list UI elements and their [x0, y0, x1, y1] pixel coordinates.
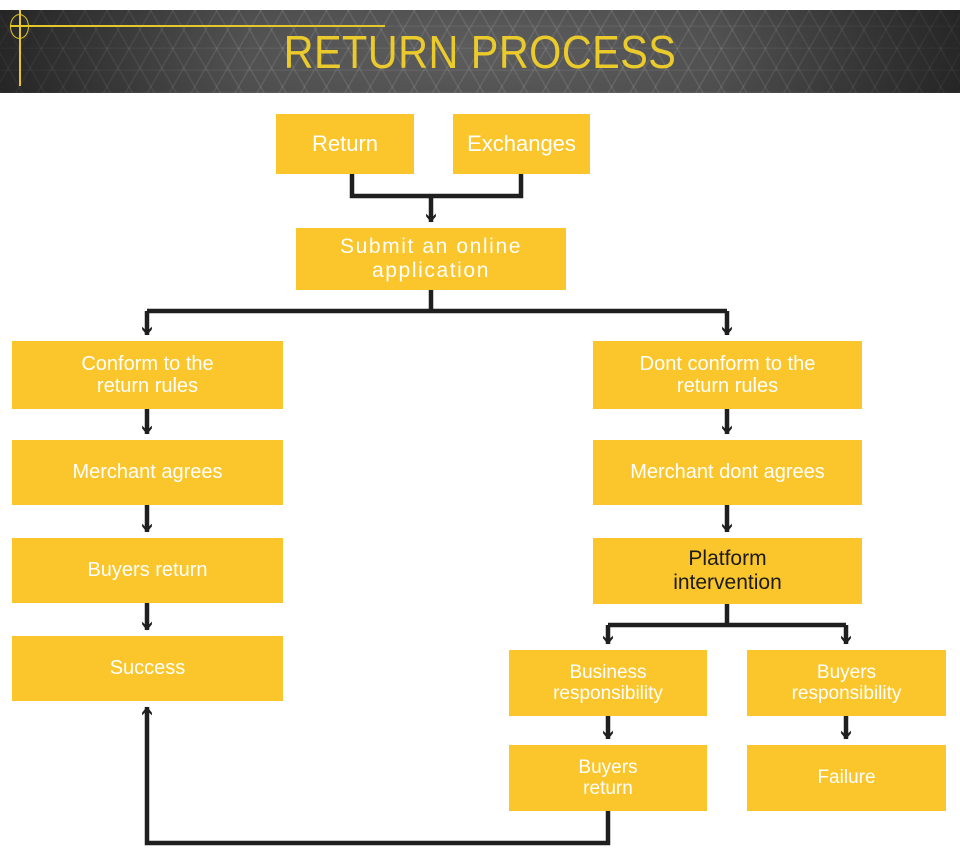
node-buyers-return-bottom-line2: return	[583, 778, 633, 799]
node-submit-application-label: Submit an online application	[339, 235, 523, 282]
header-mesh-pattern	[0, 10, 960, 93]
node-conform-to-return-rules[interactable]: Conform to the return rules	[12, 341, 283, 409]
node-buyers-responsibility[interactable]: Buyers responsibility	[747, 650, 946, 716]
node-business-responsibility[interactable]: Business responsibility	[509, 650, 707, 716]
node-return-label: Return	[311, 130, 379, 156]
node-exchanges[interactable]: Exchanges	[453, 114, 590, 174]
node-buyers-responsibility-text: Buyers responsibility	[792, 662, 902, 705]
node-buyers-return-bottom[interactable]: Buyers return	[509, 745, 707, 811]
node-buyers-return-left[interactable]: Buyers return	[12, 538, 283, 603]
node-success-label: Success	[109, 657, 186, 680]
node-dont-conform-line2: return rules	[676, 375, 779, 397]
node-conform-line1: Conform to the	[81, 352, 214, 375]
node-success[interactable]: Success	[12, 636, 283, 701]
node-business-responsibility-text: Business responsibility	[553, 662, 663, 705]
node-platform-intervention-text: Platform intervention	[673, 547, 782, 594]
edge-return-to-submit	[349, 174, 524, 199]
header-banner: RETURN PROCESS	[0, 10, 960, 93]
node-submit-application[interactable]: Submit an online application	[296, 228, 566, 290]
header-vertical-rule	[19, 10, 21, 86]
node-dont-conform-line1: Dont conform to the	[639, 352, 816, 375]
node-merchant-agrees[interactable]: Merchant agrees	[12, 440, 283, 505]
header-vignette	[0, 10, 960, 93]
node-business-responsibility-line1: Business	[569, 661, 647, 683]
node-buyers-return-left-label: Buyers return	[87, 559, 208, 582]
node-buyers-responsibility-line1: Buyers	[816, 661, 877, 683]
node-merchant-dont-agrees-label: Merchant dont agrees	[630, 461, 825, 484]
node-platform-intervention-line1: Platform	[688, 547, 767, 571]
node-conform-text: Conform to the return rules	[81, 353, 213, 398]
node-exchanges-label: Exchanges	[467, 130, 576, 156]
node-return[interactable]: Return	[276, 114, 414, 174]
node-failure[interactable]: Failure	[747, 745, 946, 811]
node-buyers-return-bottom-text: Buyers return	[578, 757, 637, 800]
page-title: RETURN PROCESS	[283, 25, 677, 78]
node-platform-intervention[interactable]: Platform intervention	[593, 538, 862, 604]
edge-feedback-loop-to-success	[142, 706, 611, 846]
node-buyers-responsibility-line2: responsibility	[791, 683, 902, 704]
node-failure-label: Failure	[817, 767, 876, 789]
node-dont-conform-to-return-rules[interactable]: Dont conform to the return rules	[593, 341, 862, 409]
node-dont-conform-text: Dont conform to the return rules	[640, 353, 816, 398]
node-buyers-return-bottom-line1: Buyers	[578, 756, 638, 778]
node-merchant-agrees-label: Merchant agrees	[72, 461, 223, 484]
node-platform-intervention-line2: intervention	[673, 571, 782, 594]
node-business-responsibility-line2: responsibility	[553, 683, 663, 704]
header-horizontal-rule	[10, 25, 385, 27]
node-merchant-dont-agrees[interactable]: Merchant dont agrees	[593, 440, 862, 505]
node-conform-line2: return rules	[96, 375, 199, 397]
